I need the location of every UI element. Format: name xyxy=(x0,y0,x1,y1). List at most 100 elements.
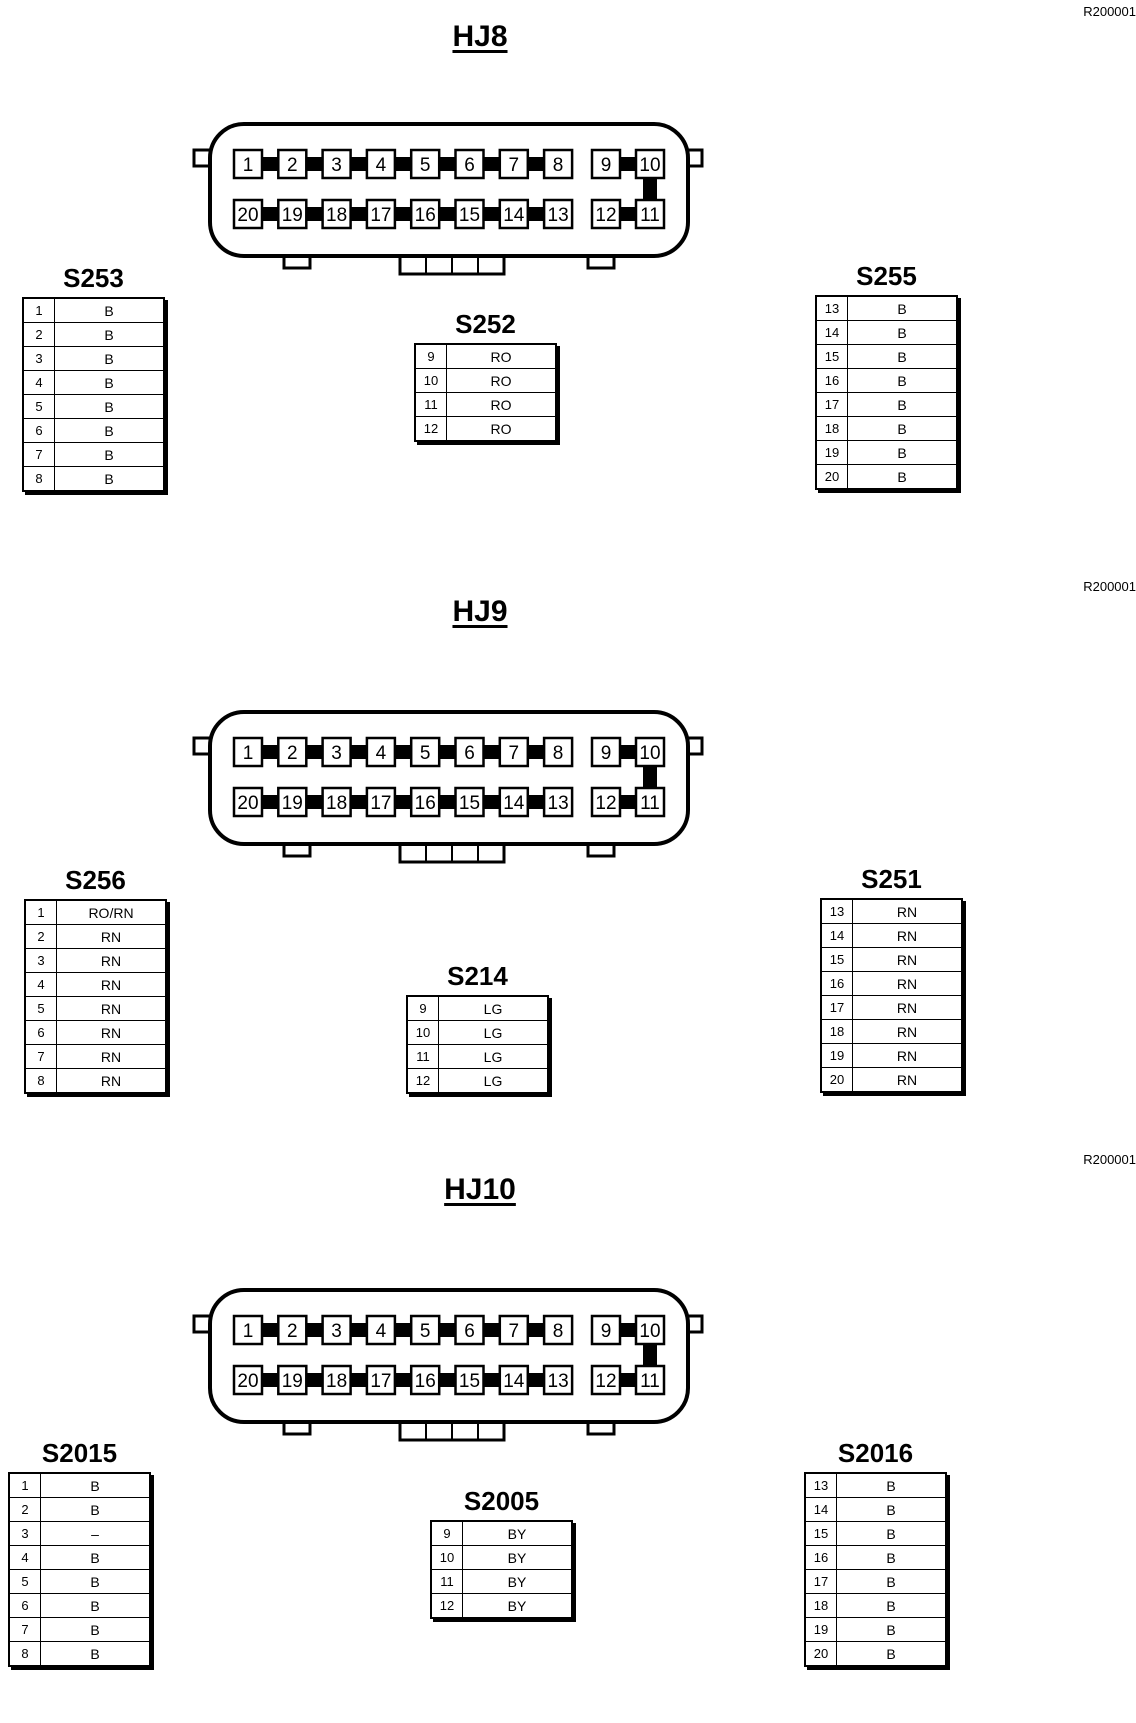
pin-link xyxy=(261,207,280,221)
wire-colour: B xyxy=(40,1497,151,1522)
pin-cell xyxy=(542,786,574,818)
pin-cell xyxy=(365,198,397,230)
pin-label: 11 xyxy=(640,1371,660,1392)
wire-colour: B xyxy=(836,1569,947,1594)
pin-link xyxy=(393,1373,413,1387)
pin-link xyxy=(393,795,413,809)
pin-cell xyxy=(590,1314,622,1346)
pin-label: 18 xyxy=(326,1371,347,1392)
pin-number: 16 xyxy=(804,1545,837,1570)
pin-cell xyxy=(454,148,485,180)
pin-label: 14 xyxy=(503,793,525,814)
pin-number: 18 xyxy=(815,416,848,441)
pin-link xyxy=(526,1323,546,1337)
wire-colour: RN xyxy=(852,898,963,924)
pin-link xyxy=(393,1323,413,1337)
pin-number: 14 xyxy=(804,1497,837,1522)
wire-colour: BY xyxy=(462,1520,573,1546)
pin-number: 9 xyxy=(430,1520,463,1546)
pin-label: 17 xyxy=(370,793,391,814)
pin-label: 20 xyxy=(237,793,258,814)
wire-colour: RN xyxy=(56,972,167,997)
pin-label: 1 xyxy=(243,1321,254,1342)
pin-cell xyxy=(232,1364,264,1396)
pin-label: 4 xyxy=(376,1321,387,1342)
pin-label: 7 xyxy=(509,1321,520,1342)
pin-number: 12 xyxy=(430,1593,463,1619)
pin-label: 16 xyxy=(415,793,436,814)
pin-label: 12 xyxy=(595,1371,616,1392)
pin-cell xyxy=(498,198,530,230)
pin-number: 16 xyxy=(820,971,853,996)
pin-number: 14 xyxy=(815,320,848,345)
wire-colour: B xyxy=(847,320,958,345)
pin-link xyxy=(619,1373,637,1387)
pin-cell xyxy=(498,1314,530,1346)
pin-cell xyxy=(454,736,485,768)
pin-cell xyxy=(365,1364,397,1396)
wire-colour: RN xyxy=(56,1044,167,1069)
wire-colour: RO xyxy=(446,416,557,442)
splice-name: S214 xyxy=(447,961,508,991)
pin-number: 18 xyxy=(804,1593,837,1618)
pin-label: 2 xyxy=(287,155,298,176)
pin-cell xyxy=(590,736,622,768)
wire-colour: RN xyxy=(852,947,963,972)
pin-label: 2 xyxy=(287,1321,298,1342)
pin-number: 8 xyxy=(22,466,55,492)
pin-number: 2 xyxy=(22,322,55,347)
wire-colour: B xyxy=(847,464,958,490)
pin-label: 6 xyxy=(464,1321,475,1342)
pin-cell xyxy=(277,1314,308,1346)
side-tab xyxy=(192,736,212,756)
wire-colour: RO xyxy=(446,368,557,393)
pin-number: 19 xyxy=(820,1043,853,1068)
pin-cell xyxy=(542,198,574,230)
splice-name: S251 xyxy=(861,864,922,894)
wire-colour: RN xyxy=(56,1068,167,1094)
pin-number: 7 xyxy=(24,1044,57,1069)
pin-number: 15 xyxy=(820,947,853,972)
wire-colour: B xyxy=(54,297,165,323)
wire-colour: B xyxy=(836,1472,947,1498)
pin-label: 17 xyxy=(370,205,391,226)
table-row: 3– xyxy=(8,1521,151,1546)
pin-label: 10 xyxy=(639,1321,660,1342)
splice-name: S252 xyxy=(455,309,516,339)
pin-cell xyxy=(542,148,574,180)
pin-cell xyxy=(590,786,622,818)
wire-colour: BY xyxy=(462,1593,573,1619)
pin-cell xyxy=(498,148,530,180)
pin-cell xyxy=(542,1364,574,1396)
pin-number: 9 xyxy=(406,995,439,1021)
pin-cell xyxy=(277,736,308,768)
wire-colour: B xyxy=(847,368,958,393)
pin-label: 6 xyxy=(464,743,475,764)
pin-link xyxy=(261,745,280,759)
wire-colour: B xyxy=(836,1617,947,1642)
pin-link xyxy=(305,1323,324,1337)
pin-cell xyxy=(321,1314,352,1346)
